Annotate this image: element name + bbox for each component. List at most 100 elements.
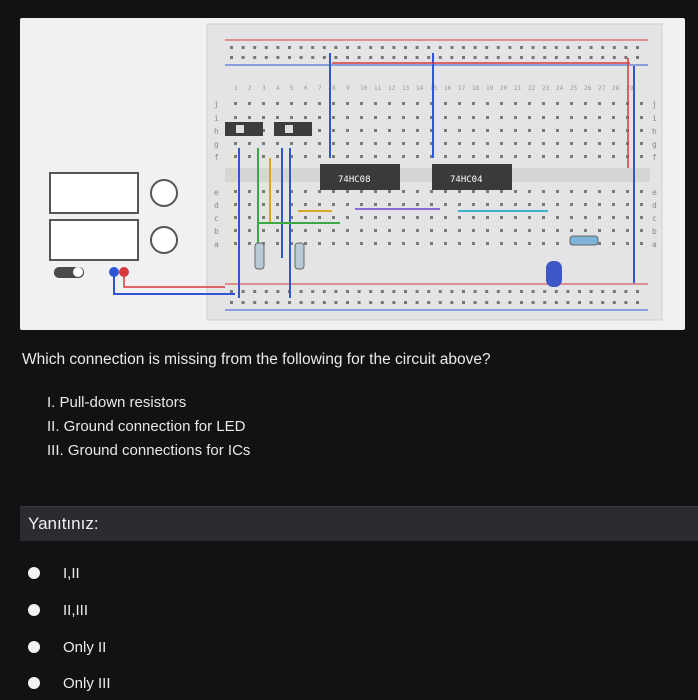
radio-icon[interactable]: [28, 567, 40, 579]
grid-hole: [542, 155, 545, 158]
grid-hole: [542, 216, 545, 219]
column-number: 27: [598, 85, 606, 92]
grid-hole: [374, 142, 377, 145]
row-letter: f: [214, 153, 219, 162]
grid-hole: [388, 116, 391, 119]
grid-hole: [612, 129, 615, 132]
grid-hole: [542, 203, 545, 206]
rail-hole: [241, 301, 245, 304]
grid-hole: [234, 216, 237, 219]
grid-hole: [612, 155, 615, 158]
rail-hole: [369, 56, 373, 59]
rail-hole: [253, 56, 257, 59]
rail-hole: [380, 290, 384, 293]
grid-hole: [276, 190, 279, 193]
grid-hole: [262, 216, 265, 219]
option-3[interactable]: Only II: [28, 630, 628, 664]
grid-hole: [430, 203, 433, 206]
rail-hole: [543, 290, 547, 293]
rail-hole: [543, 46, 547, 49]
rail-hole: [253, 46, 257, 49]
row-letter: c: [214, 214, 219, 223]
grid-hole: [528, 203, 531, 206]
grid-hole: [318, 155, 321, 158]
grid-hole: [332, 142, 335, 145]
option-2[interactable]: II,III: [28, 593, 628, 627]
rail-hole: [612, 290, 616, 293]
rail-hole: [438, 290, 442, 293]
column-number: 18: [472, 85, 480, 92]
grid-hole: [416, 203, 419, 206]
grid-hole: [514, 129, 517, 132]
grid-hole: [584, 155, 587, 158]
rail-hole: [288, 301, 291, 304]
grid-hole: [444, 116, 447, 119]
rail-hole: [380, 46, 384, 49]
rail-hole: [311, 56, 315, 59]
grid-hole: [584, 203, 587, 206]
grid-hole: [430, 242, 433, 245]
grid-hole: [472, 203, 475, 206]
rail-hole: [241, 290, 245, 293]
grid-hole: [626, 203, 629, 206]
grid-hole: [640, 142, 643, 145]
grid-hole: [318, 116, 321, 119]
grid-hole: [486, 102, 489, 105]
row-letter: h: [652, 127, 657, 136]
rail-hole: [496, 301, 500, 304]
grid-hole: [276, 242, 279, 245]
grid-hole: [360, 116, 363, 119]
option-4[interactable]: Only III: [28, 666, 628, 700]
rail-hole: [230, 46, 233, 49]
grid-hole: [444, 142, 447, 145]
option-1[interactable]: I,II: [28, 556, 628, 590]
grid-hole: [556, 190, 559, 193]
statement-item: III. Ground connections for ICs: [47, 442, 251, 459]
grid-hole: [640, 242, 643, 245]
grid-hole: [444, 229, 447, 232]
grid-hole: [388, 242, 391, 245]
grid-hole: [374, 216, 377, 219]
grid-hole: [304, 102, 307, 105]
column-number: 11: [374, 85, 382, 92]
rail-hole: [276, 46, 280, 49]
rail-hole: [531, 56, 535, 59]
row-letter: h: [214, 127, 219, 136]
grid-hole: [458, 242, 461, 245]
rail-hole: [485, 290, 489, 293]
rail-hole: [322, 301, 326, 304]
grid-hole: [556, 216, 559, 219]
grid-hole: [514, 203, 517, 206]
grid-hole: [430, 155, 433, 158]
grid-hole: [416, 190, 419, 193]
grid-hole: [640, 229, 643, 232]
radio-icon[interactable]: [28, 604, 40, 616]
rail-hole: [322, 290, 326, 293]
grid-hole: [262, 116, 265, 119]
grid-hole: [458, 102, 461, 105]
grid-hole: [570, 116, 573, 119]
grid-hole: [290, 242, 293, 245]
grid-hole: [514, 142, 517, 145]
grid-hole: [318, 203, 321, 206]
rail-hole: [264, 46, 268, 49]
grid-hole: [598, 216, 601, 219]
rail-hole: [322, 46, 326, 49]
grid-hole: [598, 116, 601, 119]
grid-hole: [556, 129, 559, 132]
rail-hole: [589, 56, 593, 59]
rail-hole: [473, 290, 477, 293]
grid-hole: [598, 229, 601, 232]
ic-chip-74hc04: [432, 164, 512, 190]
rail-hole: [462, 46, 465, 49]
column-number: 8: [332, 85, 336, 92]
rail-hole: [230, 290, 233, 293]
radio-icon[interactable]: [28, 677, 40, 689]
column-number: 23: [542, 85, 550, 92]
rail-hole: [485, 56, 489, 59]
radio-icon[interactable]: [28, 641, 40, 653]
grid-hole: [262, 155, 265, 158]
rail-hole: [346, 301, 349, 304]
grid-hole: [248, 155, 251, 158]
grid-hole: [486, 216, 489, 219]
